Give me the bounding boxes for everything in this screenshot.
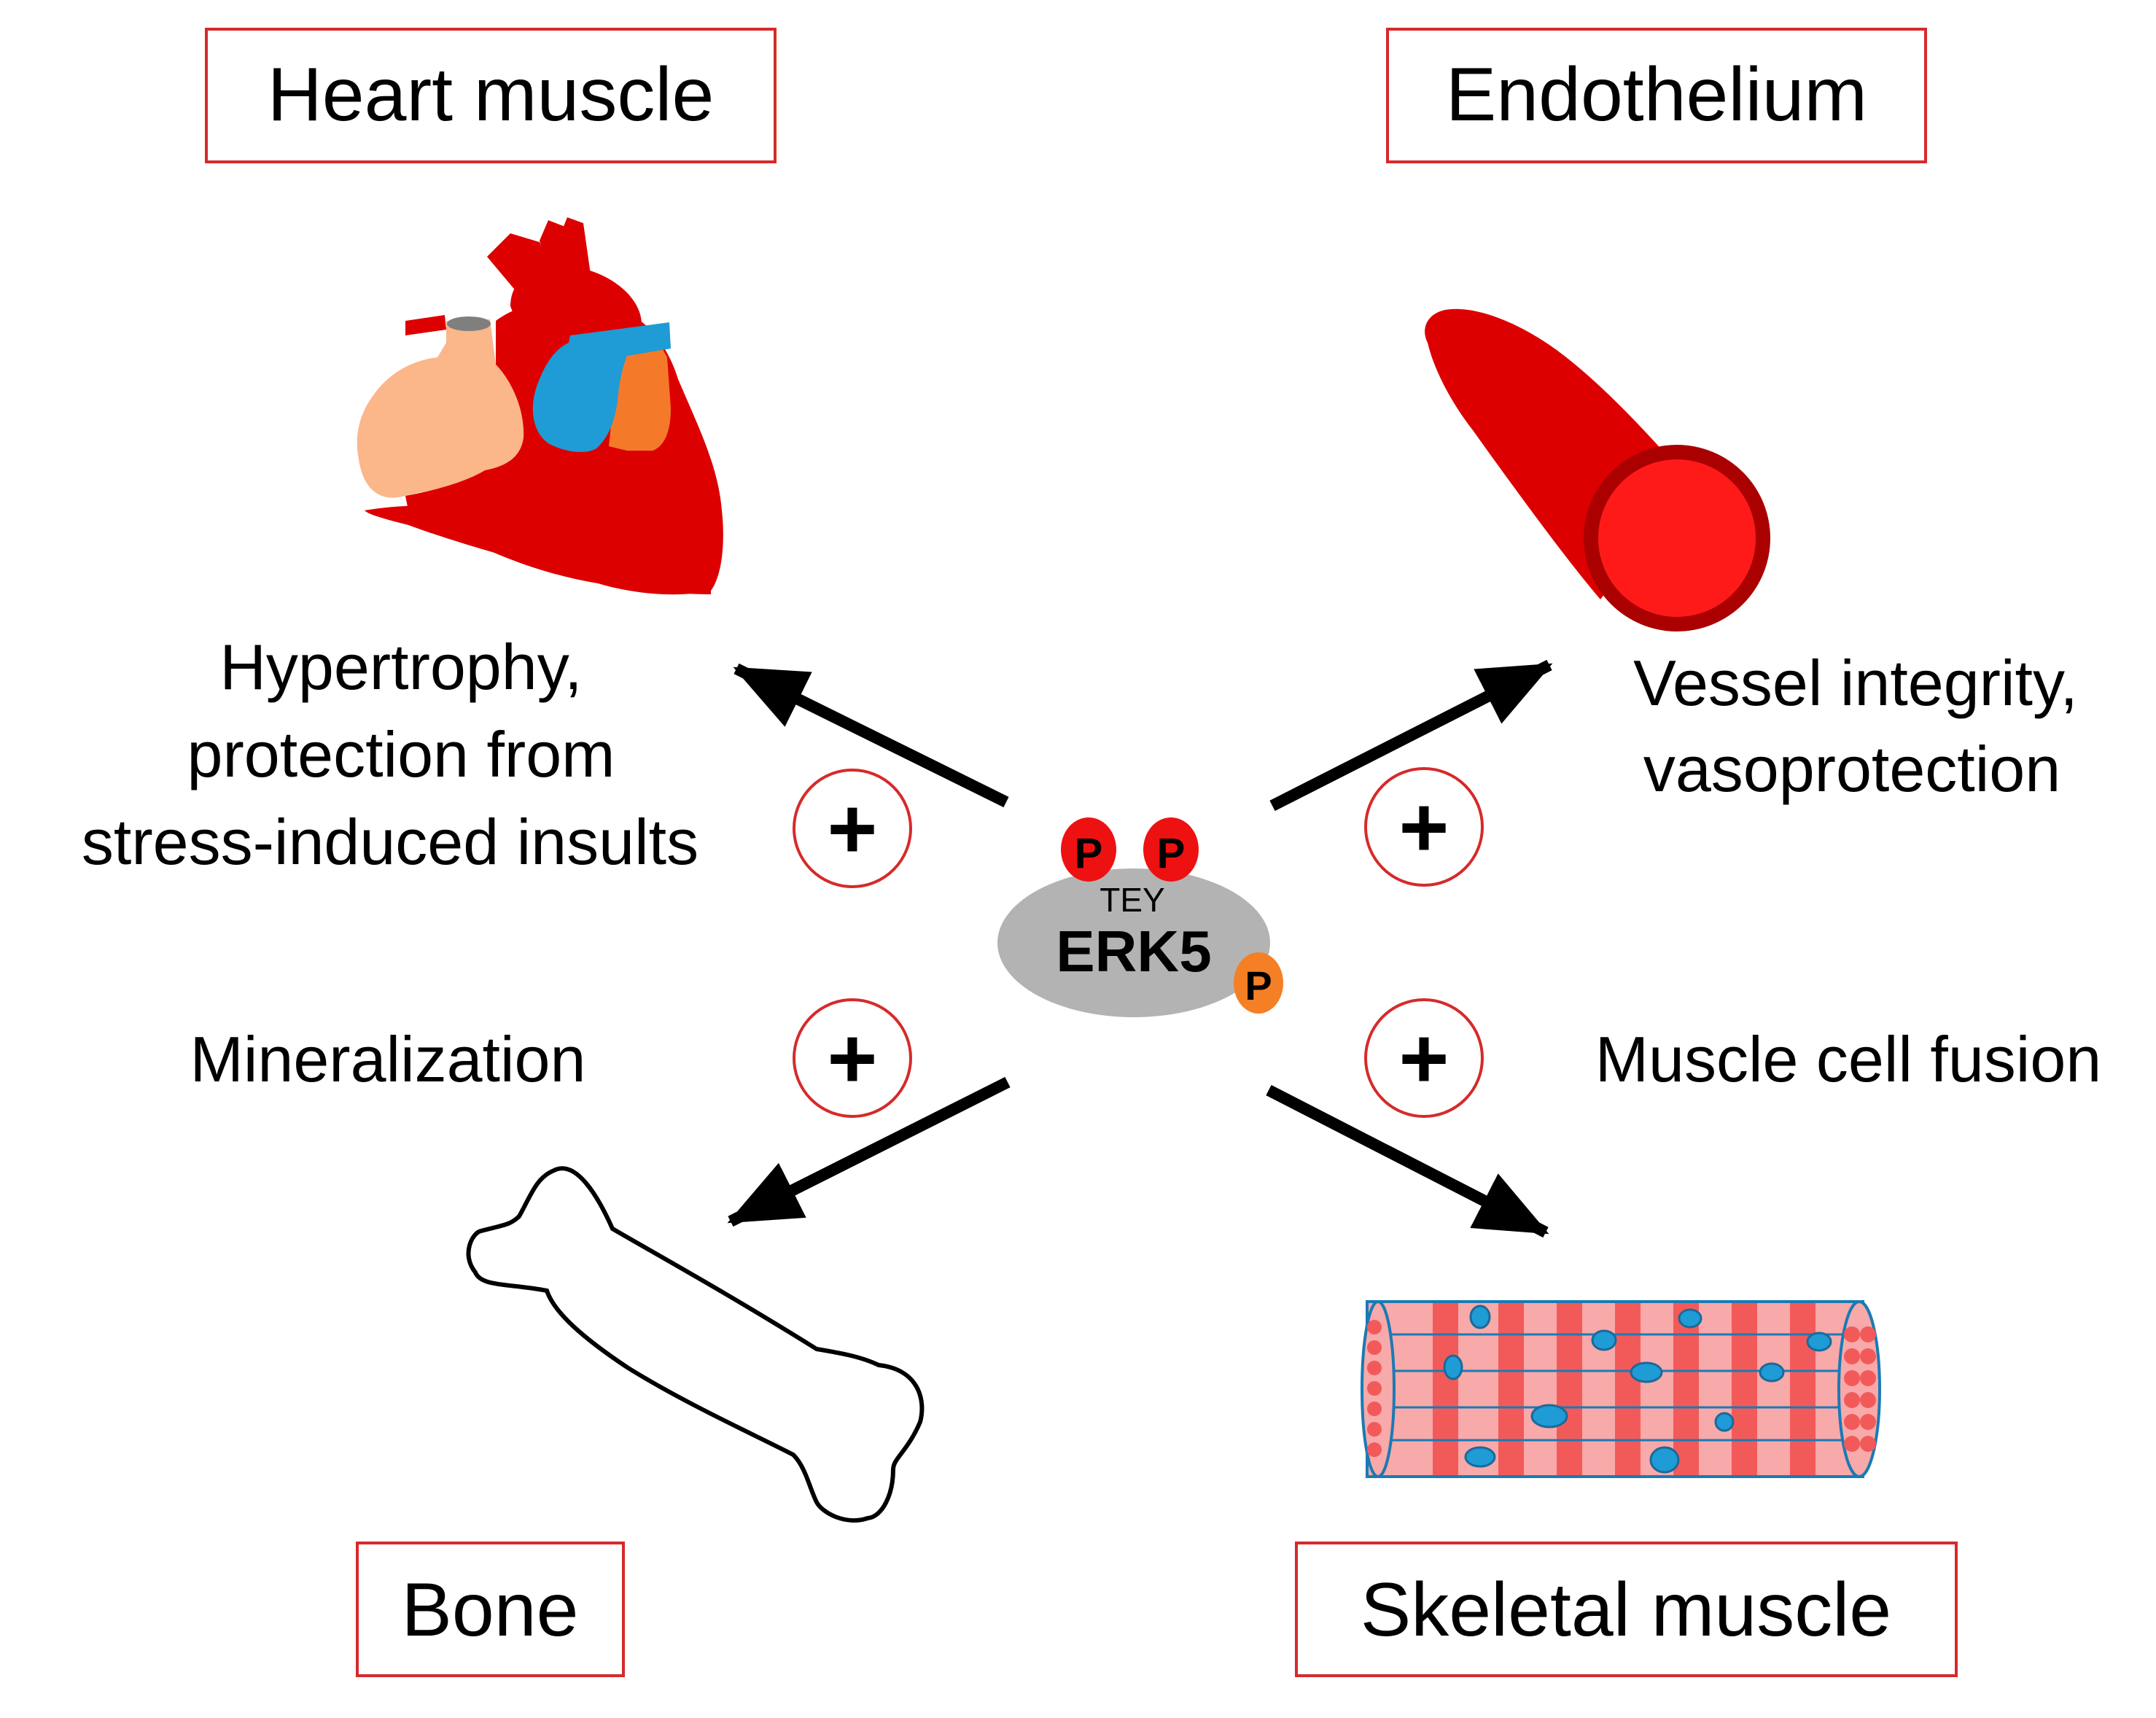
phospho-site-1 [1061, 817, 1116, 882]
arrow-to-skeletal-muscle [1266, 1084, 1549, 1238]
tey-motif-label: TEY [1100, 881, 1164, 919]
left-cap-fibrils [1367, 1320, 1382, 1457]
skeletal-plus-sign: + [1364, 998, 1484, 1118]
bone-label: Bone [356, 1542, 625, 1677]
heart-plus-sign: + [793, 769, 912, 888]
muscle-stripes [1433, 1303, 1816, 1475]
endothelium-label: Endothelium [1386, 28, 1927, 163]
arrow-to-heart [733, 663, 1009, 808]
heart-icon [357, 217, 723, 595]
muscle-fiber-icon [1361, 1300, 1881, 1478]
right-cap-fibrils [1844, 1326, 1876, 1452]
bone-label-text: Bone [402, 1568, 579, 1652]
arrow-to-bone [727, 1076, 1011, 1227]
arrows [727, 659, 1553, 1238]
phospho-site-3-label: P [1245, 963, 1272, 1008]
phospho-site-3 [1234, 952, 1283, 1014]
endothelium-label-text: Endothelium [1446, 53, 1867, 137]
heart-effect-text: Hypertrophy, protection from stress-indu… [82, 631, 698, 878]
phospho-site-1-label: P [1075, 830, 1103, 877]
nuclei [1443, 1305, 1832, 1474]
arrow-to-endothelium [1269, 659, 1553, 812]
skeletal-plus-text: + [1399, 1011, 1449, 1107]
endothelium-plus-sign: + [1364, 767, 1484, 887]
bone-plus-text: + [828, 1011, 878, 1107]
erk5-label: ERK5 [1056, 919, 1211, 984]
heart-muscle-label-text: Heart muscle [268, 53, 715, 137]
erk5-body [997, 868, 1270, 1017]
heart-muscle-label: Heart muscle [205, 28, 777, 163]
endothelium-plus-text: + [1399, 780, 1449, 876]
heart-effect-line-3: stress-induced insults [82, 806, 698, 878]
bone-plus-sign: + [793, 998, 912, 1118]
phospho-site-2-label: P [1157, 830, 1186, 877]
heart-effect-line-1: Hypertrophy, [219, 631, 582, 703]
endothelium-effect-text: Vessel integrity, vasoprotection [1633, 647, 2078, 805]
blood-vessel-icon [1425, 308, 1770, 631]
skeletal-effect-text: Muscle cell fusion [1595, 1023, 2102, 1095]
erk5-protein-icon: P P TEY ERK5 P [997, 817, 1283, 1017]
heart-plus-text: + [828, 781, 878, 877]
myofibril-lines [1367, 1333, 1863, 1442]
endothelium-effect-line-1: Vessel integrity, [1633, 647, 2078, 719]
skeletal-muscle-label: Skeletal muscle [1295, 1542, 1958, 1677]
skeletal-muscle-label-text: Skeletal muscle [1361, 1568, 1891, 1652]
endothelium-effect-line-2: vasoprotection [1643, 733, 2060, 805]
heart-effect-line-2: protection from [187, 718, 615, 790]
phospho-site-2 [1143, 817, 1199, 882]
bone-effect-text: Mineralization [190, 1023, 586, 1095]
bone-icon [466, 1166, 925, 1523]
